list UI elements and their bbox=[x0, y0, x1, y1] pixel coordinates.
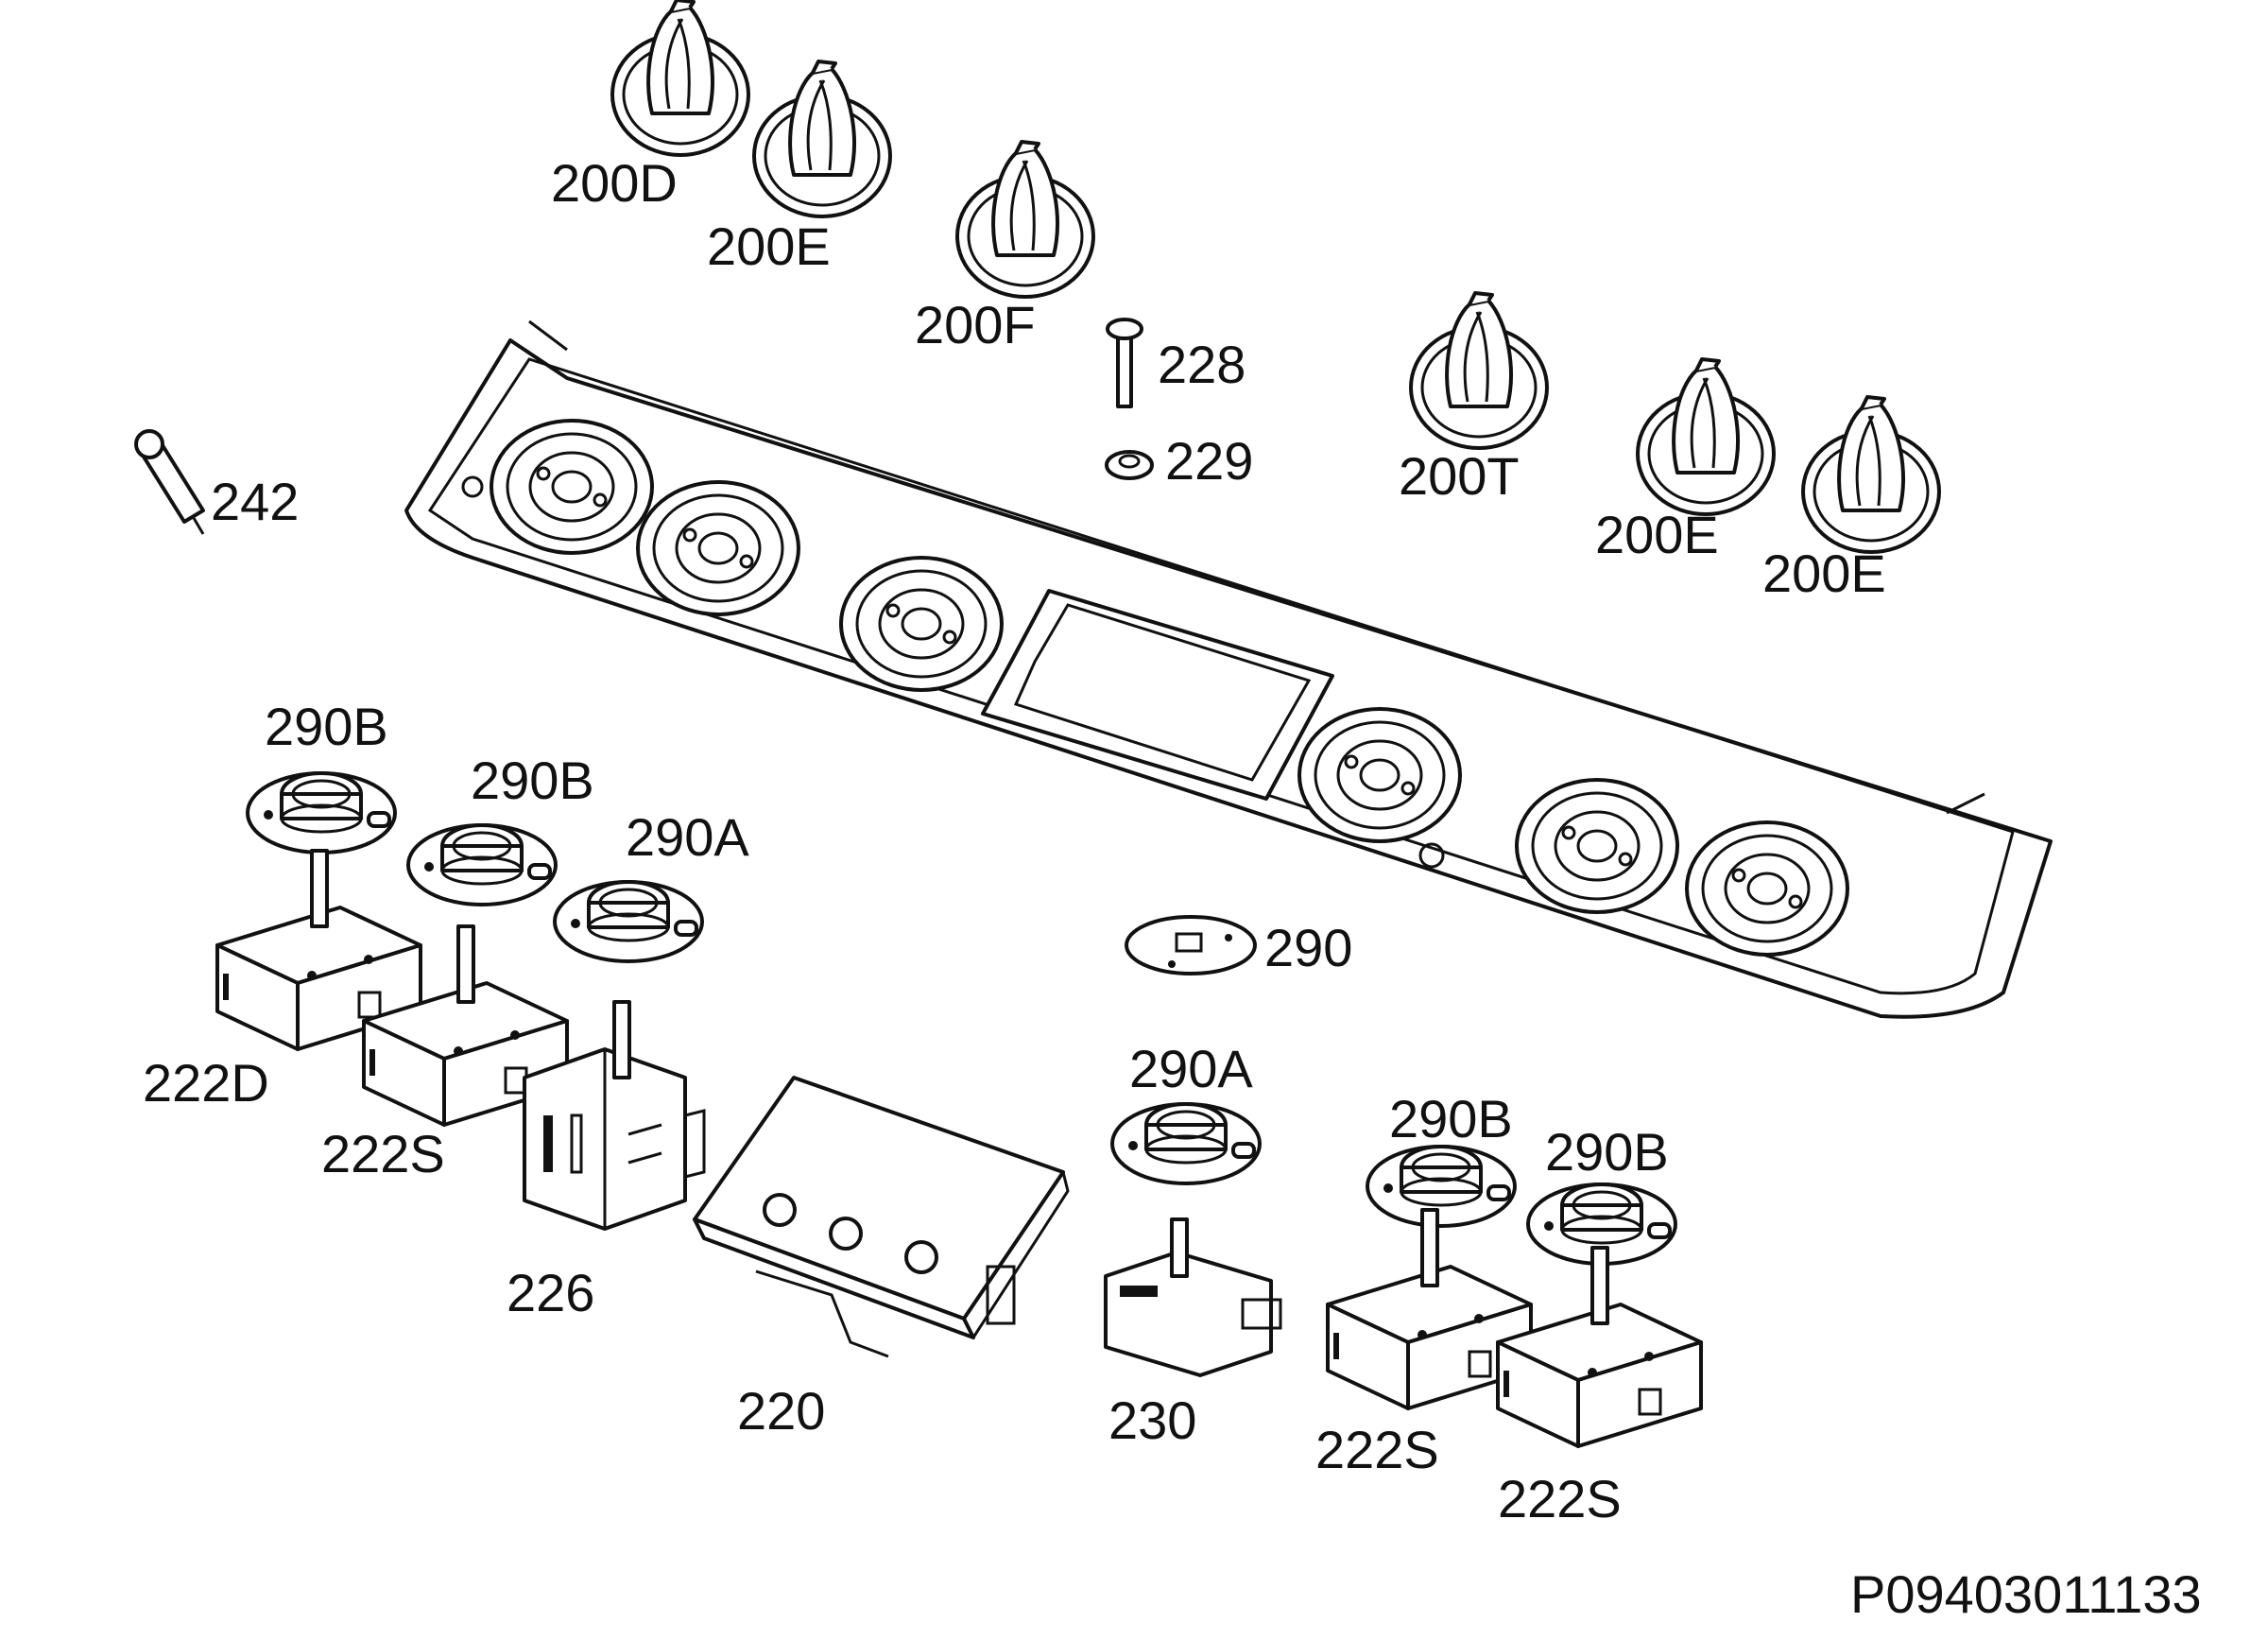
control-panel bbox=[404, 319, 2053, 1019]
label-290: 290 bbox=[1264, 918, 1352, 977]
bezel-290a-1 bbox=[553, 880, 704, 963]
lamp-242 bbox=[134, 429, 205, 535]
label-242: 242 bbox=[211, 472, 299, 531]
screw-228 bbox=[1106, 318, 1143, 408]
display-window bbox=[981, 589, 1334, 801]
label-290a-2: 290A bbox=[1129, 1039, 1253, 1098]
label-230: 230 bbox=[1108, 1390, 1196, 1450]
label-222s-3: 222S bbox=[1498, 1469, 1622, 1528]
label-290a-1: 290A bbox=[626, 807, 749, 867]
label-222s-2: 222S bbox=[1315, 1420, 1439, 1479]
label-222d: 222D bbox=[143, 1053, 269, 1113]
label-200e-1: 200E bbox=[707, 216, 831, 276]
label-229: 229 bbox=[1165, 431, 1253, 491]
bezel-290b-2 bbox=[406, 823, 558, 906]
label-220: 220 bbox=[737, 1381, 825, 1441]
bezel-290b-3 bbox=[1366, 1145, 1517, 1228]
thermostat-230 bbox=[1104, 1217, 1282, 1377]
knob-200e-2 bbox=[1636, 357, 1776, 516]
nut-229 bbox=[1105, 450, 1154, 480]
label-200e-3: 200E bbox=[1762, 544, 1886, 603]
diagram-reference: P09403011133 bbox=[1850, 1564, 2202, 1624]
bezel-290b-1 bbox=[246, 771, 397, 855]
switch-222s-3 bbox=[1496, 1246, 1703, 1448]
label-200d: 200D bbox=[551, 153, 678, 213]
label-222s-1: 222S bbox=[321, 1124, 445, 1183]
label-200e-2: 200E bbox=[1595, 505, 1719, 564]
label-200f: 200F bbox=[915, 295, 1036, 354]
callout-labels: 200D 200E 200F 228 229 200T 200E 200E 24… bbox=[143, 153, 2202, 1624]
label-228: 228 bbox=[1158, 335, 1246, 394]
label-290b-2: 290B bbox=[471, 751, 594, 810]
bezel-290a-2 bbox=[1110, 1102, 1262, 1185]
label-200t: 200T bbox=[1399, 446, 1520, 506]
knob-200t bbox=[1409, 291, 1549, 450]
knob-200e-1 bbox=[752, 60, 892, 218]
switch-226 bbox=[523, 1000, 706, 1231]
label-226: 226 bbox=[507, 1263, 594, 1322]
knob-200e-3 bbox=[1801, 395, 1941, 554]
module-220 bbox=[693, 1076, 1070, 1358]
knob-200f bbox=[955, 140, 1095, 299]
knob-200d bbox=[610, 0, 750, 157]
label-290b-1: 290B bbox=[265, 697, 388, 756]
label-290b-3: 290B bbox=[1389, 1089, 1513, 1148]
disc-290 bbox=[1125, 915, 1257, 975]
label-290b-4: 290B bbox=[1545, 1122, 1669, 1182]
